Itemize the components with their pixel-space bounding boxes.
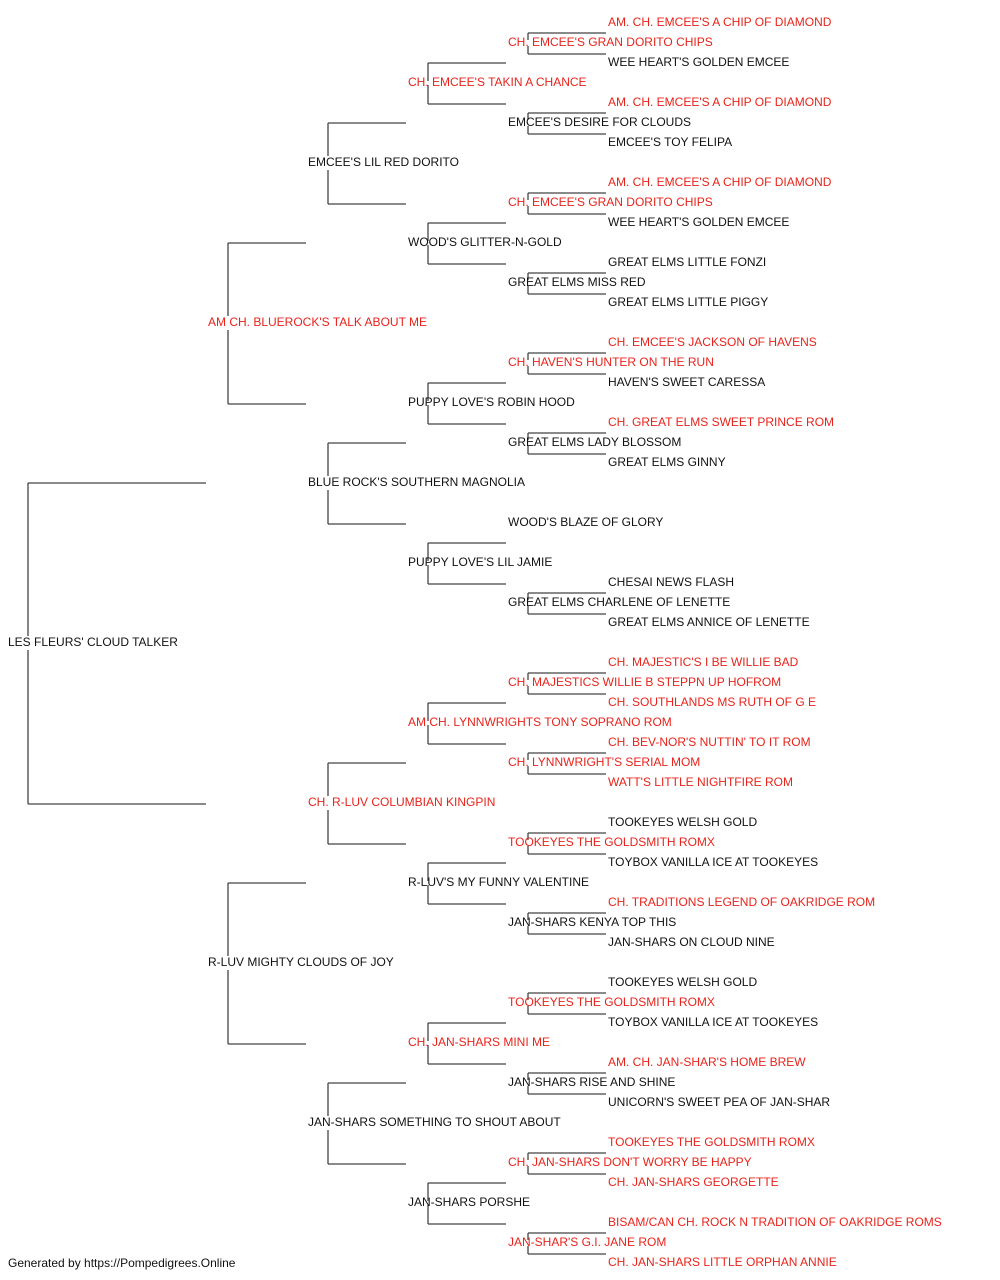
ancestor-name: CHESAI NEWS FLASH <box>608 575 734 589</box>
ancestor-name: JAN-SHARS KENYA TOP THIS <box>508 915 676 929</box>
ancestor-name: GREAT ELMS ANNICE OF LENETTE <box>608 615 810 629</box>
ancestor-name: CH. LYNNWRIGHT'S SERIAL MOM <box>508 755 700 769</box>
ancestor-name: AM CH. BLUEROCK'S TALK ABOUT ME <box>208 315 427 329</box>
dog-names: LES FLEURS' CLOUD TALKER AM CH. BLUEROCK'… <box>8 15 942 1269</box>
ancestor-name: WOOD'S GLITTER-N-GOLD <box>408 235 562 249</box>
ancestor-name: CH. EMCEE'S JACKSON OF HAVENS <box>608 335 817 349</box>
ancestor-name: EMCEE'S LIL RED DORITO <box>308 155 459 169</box>
ancestor-name: CH. BEV-NOR'S NUTTIN' TO IT ROM <box>608 735 811 749</box>
ancestor-name: GREAT ELMS CHARLENE OF LENETTE <box>508 595 730 609</box>
ancestor-name: GREAT ELMS GINNY <box>608 455 726 469</box>
ancestor-name: TOOKEYES THE GOLDSMITH ROMX <box>608 1135 815 1149</box>
ancestor-name: EMCEE'S TOY FELIPA <box>608 135 732 149</box>
ancestor-name: CH. JAN-SHARS MINI ME <box>408 1035 550 1049</box>
ancestor-name: CH. EMCEE'S GRAN DORITO CHIPS <box>508 195 713 209</box>
ancestor-name: TOOKEYES WELSH GOLD <box>608 815 757 829</box>
ancestor-name: CH. JAN-SHARS GEORGETTE <box>608 1175 779 1189</box>
ancestor-name: BLUE ROCK'S SOUTHERN MAGNOLIA <box>308 475 525 489</box>
ancestor-name: CH. MAJESTICS WILLIE B STEPPN UP HOFROM <box>508 675 781 689</box>
ancestor-name: JAN-SHAR'S G.I. JANE ROM <box>508 1235 666 1249</box>
ancestor-name: PUPPY LOVE'S ROBIN HOOD <box>408 395 575 409</box>
ancestor-name: GREAT ELMS MISS RED <box>508 275 646 289</box>
ancestor-name: AM. CH. EMCEE'S A CHIP OF DIAMOND <box>608 175 832 189</box>
ancestor-name: GREAT ELMS LADY BLOSSOM <box>508 435 681 449</box>
ancestor-name: AM. CH. JAN-SHAR'S HOME BREW <box>608 1055 806 1069</box>
ancestor-name: JAN-SHARS SOMETHING TO SHOUT ABOUT <box>308 1115 561 1129</box>
ancestor-name: TOYBOX VANILLA ICE AT TOOKEYES <box>608 1015 818 1029</box>
ancestor-name: JAN-SHARS PORSHE <box>408 1195 530 1209</box>
ancestor-name: CH. JAN-SHARS DON'T WORRY BE HAPPY <box>508 1155 752 1169</box>
ancestor-name: JAN-SHARS RISE AND SHINE <box>508 1075 675 1089</box>
ancestor-name: CH. HAVEN'S HUNTER ON THE RUN <box>508 355 714 369</box>
ancestor-name: R-LUV'S MY FUNNY VALENTINE <box>408 875 589 889</box>
ancestor-name: CH. MAJESTIC'S I BE WILLIE BAD <box>608 655 799 669</box>
ancestor-name: CH. SOUTHLANDS MS RUTH OF G E <box>608 695 816 709</box>
ancestor-name: TOOKEYES WELSH GOLD <box>608 975 757 989</box>
ancestor-name: R-LUV MIGHTY CLOUDS OF JOY <box>208 955 394 969</box>
ancestor-name: BISAM/CAN CH. ROCK N TRADITION OF OAKRID… <box>608 1215 942 1229</box>
generated-by-footer: Generated by https://Pompedigrees.Online <box>8 1256 236 1270</box>
ancestor-name: JAN-SHARS ON CLOUD NINE <box>608 935 775 949</box>
ancestor-name: WATT'S LITTLE NIGHTFIRE ROM <box>608 775 793 789</box>
ancestor-name: TOOKEYES THE GOLDSMITH ROMX <box>508 835 715 849</box>
ancestor-name: AM. CH. EMCEE'S A CHIP OF DIAMOND <box>608 15 832 29</box>
ancestor-name: EMCEE'S DESIRE FOR CLOUDS <box>508 115 691 129</box>
ancestor-name: UNICORN'S SWEET PEA OF JAN-SHAR <box>608 1095 830 1109</box>
ancestor-name: WOOD'S BLAZE OF GLORY <box>508 515 663 529</box>
ancestor-name: AM. CH. EMCEE'S A CHIP OF DIAMOND <box>608 95 832 109</box>
subject-dog-name: LES FLEURS' CLOUD TALKER <box>8 635 178 649</box>
ancestor-name: WEE HEART'S GOLDEN EMCEE <box>608 215 789 229</box>
ancestor-name: GREAT ELMS LITTLE FONZI <box>608 255 766 269</box>
ancestor-name: AM CH. LYNNWRIGHTS TONY SOPRANO ROM <box>408 715 672 729</box>
ancestor-name: CH. EMCEE'S GRAN DORITO CHIPS <box>508 35 713 49</box>
ancestor-name: WEE HEART'S GOLDEN EMCEE <box>608 55 789 69</box>
ancestor-name: HAVEN'S SWEET CARESSA <box>608 375 765 389</box>
connector-lines <box>27 32 606 1255</box>
ancestor-name: CH. GREAT ELMS SWEET PRINCE ROM <box>608 415 834 429</box>
ancestor-name: CH. TRADITIONS LEGEND OF OAKRIDGE ROM <box>608 895 875 909</box>
ancestor-name: CH. JAN-SHARS LITTLE ORPHAN ANNIE <box>608 1255 837 1269</box>
ancestor-name: PUPPY LOVE'S LIL JAMIE <box>408 555 552 569</box>
ancestor-name: CH. R-LUV COLUMBIAN KINGPIN <box>308 795 495 809</box>
ancestor-name: TOOKEYES THE GOLDSMITH ROMX <box>508 995 715 1009</box>
ancestor-name: CH. EMCEE'S TAKIN A CHANCE <box>408 75 587 89</box>
ancestor-name: TOYBOX VANILLA ICE AT TOOKEYES <box>608 855 818 869</box>
ancestor-name: GREAT ELMS LITTLE PIGGY <box>608 295 768 309</box>
